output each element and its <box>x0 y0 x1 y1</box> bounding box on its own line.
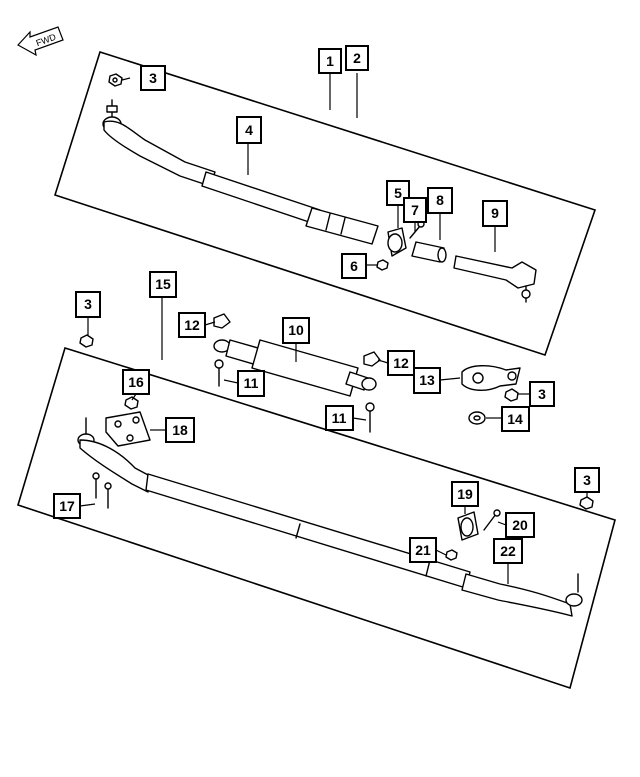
callout-2: 2 <box>345 45 369 71</box>
callout-12-right: 12 <box>387 350 415 376</box>
svg-text:18: 18 <box>172 422 188 438</box>
svg-text:14: 14 <box>507 411 523 427</box>
clamp-bolt <box>409 220 425 239</box>
nut-lower-left <box>124 396 139 410</box>
lower-assembly-frame <box>17 346 616 690</box>
upper-assembly-frame <box>53 50 597 357</box>
svg-text:20: 20 <box>512 517 528 533</box>
svg-text:5: 5 <box>394 185 402 201</box>
svg-text:10: 10 <box>288 322 304 338</box>
svg-text:16: 16 <box>128 374 144 390</box>
washer <box>468 411 486 425</box>
svg-text:7: 7 <box>411 202 419 218</box>
svg-text:1: 1 <box>326 53 334 69</box>
callout-12-left: 12 <box>178 312 206 338</box>
adjusting-sleeve <box>411 241 447 263</box>
nut-bracket <box>504 388 519 402</box>
tie-rod-bolts <box>92 472 112 509</box>
callout-20: 20 <box>505 512 535 538</box>
callout-4: 4 <box>236 116 262 144</box>
callout-13: 13 <box>413 367 441 394</box>
svg-text:3: 3 <box>84 296 92 312</box>
callout-9: 9 <box>482 200 508 227</box>
callout-21: 21 <box>409 537 437 563</box>
svg-text:8: 8 <box>436 192 444 208</box>
drag-link-body <box>103 120 379 245</box>
callout-22: 22 <box>493 538 523 564</box>
damper-bracket <box>461 365 521 391</box>
svg-text:12: 12 <box>393 355 409 371</box>
svg-text:4: 4 <box>245 122 253 138</box>
damper-bracket-nut-left <box>213 313 231 329</box>
callout-3-bracket: 3 <box>529 381 555 407</box>
callout-19: 19 <box>451 481 479 507</box>
svg-text:6: 6 <box>350 258 358 274</box>
clamp <box>387 227 407 257</box>
damper-bolt-left <box>214 359 224 387</box>
svg-text:13: 13 <box>419 372 435 388</box>
tie-rod-ball-stud-right <box>565 573 583 607</box>
callout-11-right: 11 <box>325 405 354 431</box>
svg-text:19: 19 <box>457 486 473 502</box>
damper-bolt-right <box>365 402 375 433</box>
nut-upper-left <box>108 73 123 87</box>
nut-clamp <box>376 259 389 271</box>
svg-text:17: 17 <box>59 498 75 514</box>
svg-text:3: 3 <box>538 386 546 402</box>
svg-text:11: 11 <box>244 375 259 391</box>
nut-lower-right <box>579 496 594 510</box>
callout-17: 17 <box>53 493 81 519</box>
svg-text:11: 11 <box>332 410 347 426</box>
callout-18: 18 <box>165 417 195 443</box>
leader-lines <box>79 73 588 584</box>
callout-3-mid: 3 <box>75 291 101 318</box>
callout-11-left: 11 <box>237 370 265 397</box>
tie-rod-clamp-bolt <box>483 509 501 531</box>
forward-arrow-icon: FWD <box>17 26 64 57</box>
callout-14: 14 <box>501 406 530 432</box>
svg-text:3: 3 <box>149 70 157 86</box>
svg-text:2: 2 <box>353 50 361 66</box>
svg-text:12: 12 <box>184 317 200 333</box>
callout-3-lower: 3 <box>574 467 600 493</box>
tie-rod-clamp-nut <box>445 549 458 561</box>
tie-rod-body <box>79 439 573 617</box>
svg-text:3: 3 <box>583 472 591 488</box>
callout-8: 8 <box>427 187 453 214</box>
svg-text:15: 15 <box>155 276 171 292</box>
svg-text:22: 22 <box>500 543 516 559</box>
callout-3-upper: 3 <box>140 65 166 91</box>
tie-rod-bracket-plate <box>105 411 151 447</box>
callout-15: 15 <box>149 271 177 298</box>
svg-text:9: 9 <box>491 205 499 221</box>
callout-7: 7 <box>403 197 427 223</box>
callout-6: 6 <box>341 253 367 279</box>
drag-link-end-right <box>453 255 537 303</box>
callout-1: 1 <box>318 48 342 74</box>
callout-10: 10 <box>282 317 310 344</box>
nut-upper-stabilizer <box>79 334 94 348</box>
damper-bracket-nut-right <box>363 351 381 367</box>
callout-16: 16 <box>122 369 150 395</box>
svg-text:21: 21 <box>415 542 431 558</box>
steering-damper <box>213 339 377 397</box>
tie-rod-clamp <box>457 511 479 541</box>
